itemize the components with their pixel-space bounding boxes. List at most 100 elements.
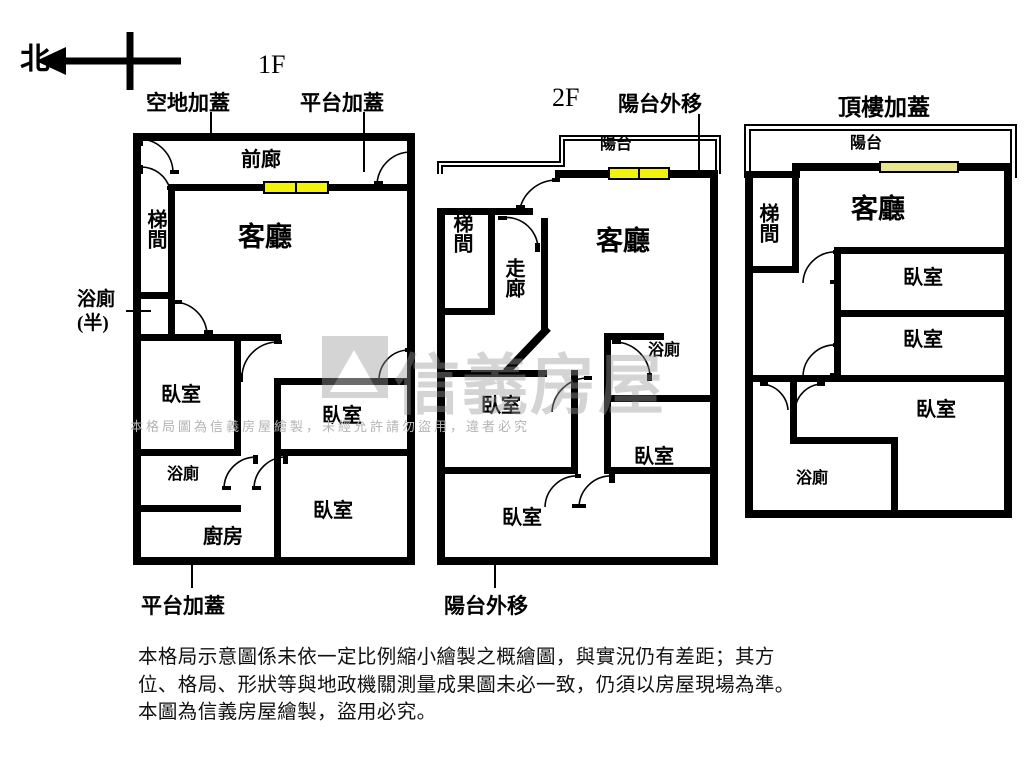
wall-1f-bath-top bbox=[133, 449, 241, 456]
room-rf-stairwell: 梯間 bbox=[756, 203, 778, 243]
floor-title-rf: 頂樓加蓋 bbox=[838, 95, 930, 120]
wall-1f-halfbath-right bbox=[168, 292, 175, 340]
wall-1f-bedroomleft-right bbox=[234, 334, 241, 456]
room-rf-bedroom-1: 臥室 bbox=[903, 267, 943, 289]
wall-1f-stair-right bbox=[168, 184, 175, 299]
floor-title-2f: 2F bbox=[552, 83, 580, 112]
wall-2f-bedroomleft-top bbox=[437, 370, 547, 377]
annotation-platform-addition-top: 平台加蓋 bbox=[300, 91, 384, 115]
room-2f-bathroom: 浴廁 bbox=[648, 342, 681, 359]
annotation-platform-addition-bottom: 平台加蓋 bbox=[141, 594, 225, 618]
room-rf-bedroom-3: 臥室 bbox=[916, 399, 956, 421]
room-1f-bedroom-mid: 臥室 bbox=[322, 405, 362, 427]
wall-rf-bedroom-divider bbox=[834, 247, 841, 382]
wall-1f-bedroommid-bottom bbox=[274, 449, 415, 456]
room-rf-bathroom: 浴廁 bbox=[796, 470, 829, 487]
leader-line-balcony-top bbox=[698, 114, 700, 176]
wall-2f-bath-bottom bbox=[604, 395, 718, 402]
wall-1f-mid-left bbox=[133, 334, 281, 341]
leader-line-vacant-land bbox=[210, 112, 212, 136]
window-rf-living bbox=[879, 161, 959, 173]
wall-rf-bedroom1-bottom bbox=[834, 310, 1012, 317]
room-2f-bedroom-bottom: 臥室 bbox=[502, 507, 542, 529]
room-1f-bathroom: 浴廁 bbox=[167, 466, 200, 483]
wall-2f-stair-bottom bbox=[437, 308, 495, 315]
wall-rf-bedroom1-top bbox=[834, 247, 1012, 254]
room-2f-bedroom-right: 臥室 bbox=[634, 446, 674, 468]
annotation-balcony-extension-top: 陽台外移 bbox=[618, 92, 702, 116]
door-rf-bedroom2 bbox=[800, 343, 840, 381]
door-1f-bathroom bbox=[222, 455, 262, 493]
disclaimer-line-3: 本圖為信義房屋繪製，盜用必究。 bbox=[138, 702, 437, 724]
north-arrow bbox=[18, 30, 193, 92]
room-1f-bedroom-bottom: 臥室 bbox=[313, 500, 353, 522]
leader-line-balcony-bottom bbox=[494, 562, 496, 588]
door-2f-living-top bbox=[500, 178, 560, 214]
door-1f-entry-top-left bbox=[139, 137, 179, 179]
room-2f-balcony: 陽台 bbox=[600, 136, 633, 153]
door-1f-bedroom-mid bbox=[375, 348, 411, 384]
room-1f-living-room: 客廳 bbox=[238, 222, 292, 252]
annotation-half-bath-2: (半) bbox=[77, 313, 109, 334]
wall-2f-diagonal bbox=[503, 326, 551, 375]
window-2f-living-divider bbox=[638, 169, 640, 178]
wall-rf-stair-bottom bbox=[745, 266, 799, 273]
balcony-rf-outline bbox=[744, 124, 1017, 178]
leader-line-platform-bottom bbox=[191, 562, 193, 588]
door-2f-bedroom-right bbox=[577, 474, 617, 512]
room-2f-stairwell: 梯間 bbox=[450, 213, 472, 253]
door-rf-bathroom-b bbox=[791, 382, 825, 414]
room-2f-hallway: 走廊 bbox=[502, 258, 524, 298]
wall-1f-bedroommid-top bbox=[274, 378, 415, 385]
wall-1f-bath-mid-divider bbox=[274, 449, 281, 512]
wall-1f-stair-bottom bbox=[133, 292, 175, 299]
wall-2f-left bbox=[437, 208, 445, 565]
wall-2f-hallway-right bbox=[541, 218, 548, 330]
wall-2f-right bbox=[710, 170, 718, 565]
wall-rf-right bbox=[1004, 163, 1012, 518]
disclaimer: 本格局示意圖係未依一定比例縮小繪製之概繪圖，與實況仍有差距；其方 位、格局、形狀… bbox=[138, 644, 928, 727]
wall-rf-bedroom2-bottom bbox=[745, 375, 1012, 382]
door-1f-halfbath bbox=[173, 300, 215, 338]
compass-north-label: 北 bbox=[20, 43, 50, 76]
room-1f-front-corridor: 前廊 bbox=[241, 149, 281, 171]
wall-rf-stair-right bbox=[792, 163, 799, 273]
door-rf-bedroom1 bbox=[800, 250, 840, 288]
wall-rf-left bbox=[745, 171, 753, 518]
room-rf-living-room: 客廳 bbox=[851, 194, 905, 224]
wall-rf-bath-top bbox=[790, 437, 898, 444]
door-1f-kitchen bbox=[252, 455, 292, 493]
wall-2f-bath-top bbox=[604, 333, 664, 340]
wall-rf-bottom bbox=[745, 510, 1012, 518]
disclaimer-line-1: 本格局示意圖係未依一定比例縮小繪製之概繪圖，與實況仍有差距；其方 bbox=[138, 647, 775, 668]
wall-1f-bedroommid-left bbox=[274, 378, 281, 452]
wall-2f-bedroomleft-bottom bbox=[437, 467, 578, 474]
wall-1f-left bbox=[133, 133, 141, 565]
wall-rf-bath-right bbox=[891, 437, 898, 518]
balcony-2f-outline bbox=[437, 135, 721, 174]
wall-2f-stair-right bbox=[488, 208, 495, 315]
door-1f-bedroom-left bbox=[238, 340, 282, 382]
window-1f-living-divider bbox=[295, 183, 297, 192]
room-rf-balcony: 陽台 bbox=[850, 135, 883, 152]
door-2f-bathroom bbox=[612, 340, 660, 381]
annotation-balcony-extension-bottom: 陽台外移 bbox=[444, 594, 528, 618]
room-2f-bedroom-left: 臥室 bbox=[481, 395, 521, 417]
door-1f-entry-corridor bbox=[139, 165, 179, 193]
door-2f-bedroom-left bbox=[548, 376, 592, 416]
wall-rf-bath-left bbox=[790, 375, 797, 443]
wall-1f-top bbox=[133, 133, 415, 141]
room-1f-kitchen: 廚房 bbox=[203, 526, 243, 548]
wall-2f-bedroomright-bottom bbox=[604, 467, 718, 474]
door-2f-bedroom-bottom bbox=[542, 474, 582, 512]
leader-line-platform-top bbox=[363, 112, 365, 172]
door-2f-hallway bbox=[498, 216, 546, 252]
door-1f-right-entry bbox=[374, 150, 412, 190]
door-rf-bathroom-a bbox=[760, 382, 794, 414]
wall-2f-upper-left bbox=[437, 208, 533, 215]
wall-2f-bath-left bbox=[604, 333, 611, 473]
room-1f-stairwell: 梯間 bbox=[144, 209, 166, 249]
room-2f-living-room: 客廳 bbox=[596, 226, 650, 256]
annotation-half-bath-1: 浴廁 bbox=[77, 289, 116, 310]
